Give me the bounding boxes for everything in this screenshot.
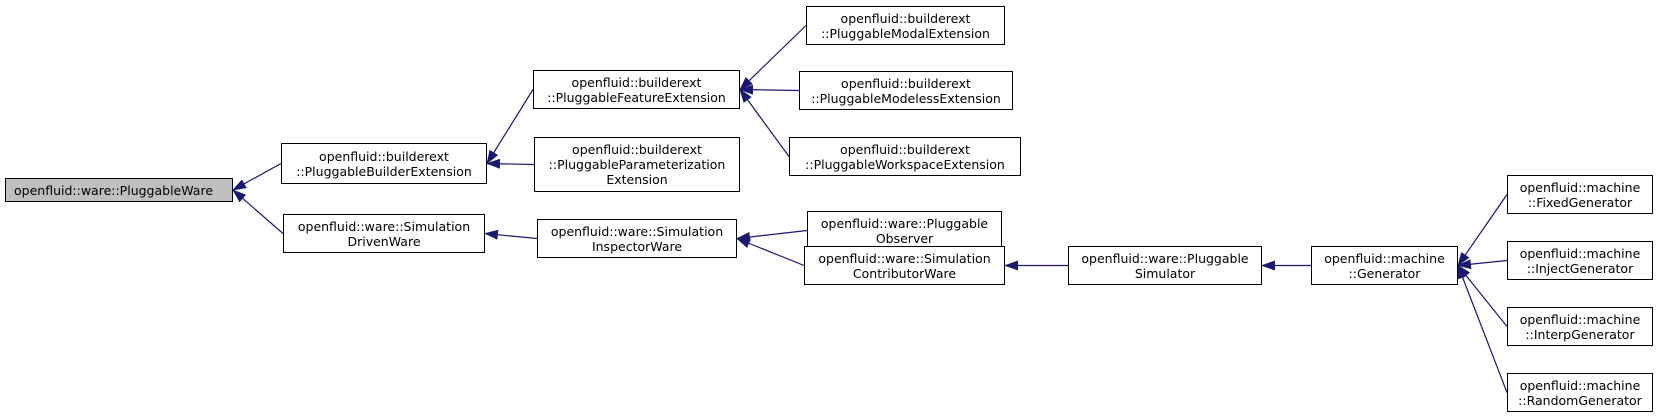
node-pluggable-workspace-extension[interactable]: openfluid::builderext::PluggableWorkspac… <box>789 137 1021 176</box>
edge-simulation_contributor_ware-to-simulation_inspector_ware <box>736 237 805 267</box>
node-label-line: openfluid::ware::Simulation <box>297 218 471 234</box>
node-label-line: Extension <box>606 172 668 187</box>
node-label-line: openfluid::ware::Simulation <box>550 223 724 239</box>
node-label-line: ::Generator <box>1348 265 1421 281</box>
node-label-line: ::PluggableModalExtension <box>821 25 990 41</box>
node-label-line: openfluid::ware::Pluggable <box>820 215 989 231</box>
node-pluggable-parameterization-extension[interactable]: openfluid::builderext::PluggableParamete… <box>534 137 740 192</box>
node-label-line: ::PluggableParameterization <box>548 157 726 172</box>
node-label-line: openfluid::builderext <box>571 74 702 90</box>
node-label-line: openfluid::builderext <box>319 148 449 164</box>
node-label-line: openfluid::machine <box>1519 311 1641 327</box>
node-pluggable-builder-extension[interactable]: openfluid::builderext::PluggableBuilderE… <box>281 143 487 184</box>
node-label-line: openfluid::builderext <box>840 141 970 157</box>
node-generator[interactable]: openfluid::machine::Generator <box>1311 246 1458 285</box>
edge-pluggable_parameterization_extension-to-pluggable_builder_extension <box>486 158 535 169</box>
node-label-line: ContributorWare <box>852 265 957 281</box>
node-label-line: openfluid::machine <box>1519 179 1641 195</box>
node-label-line: Observer <box>875 230 934 246</box>
node-label-line: openfluid::builderext <box>841 75 971 91</box>
node-label-line: InspectorWare <box>591 238 683 254</box>
node-label-line: openfluid::ware::PluggableWare <box>14 182 214 198</box>
edge-random_generator-to-generator <box>1457 264 1508 393</box>
node-label-line: ::InterpGenerator <box>1525 326 1635 342</box>
edge-pluggable_builder_extension-to-pluggable_ware <box>232 162 282 191</box>
node-label-line: openfluid::machine <box>1519 245 1641 261</box>
node-pluggable-feature-extension[interactable]: openfluid::builderext::PluggableFeatureE… <box>533 70 740 109</box>
node-label-line: openfluid::ware::Simulation <box>818 250 991 266</box>
node-label-line: ::PluggableWorkspaceExtension <box>805 156 1005 172</box>
node-label-line: openfluid::ware::Pluggable <box>1081 250 1249 266</box>
edge-simulation_driven_ware-to-pluggable_ware <box>232 189 284 234</box>
edge-pluggable_observer-to-simulation_inspector_ware <box>736 229 808 242</box>
node-label-line: ::PluggableFeatureExtension <box>547 89 726 105</box>
edge-pluggable_workspace_extension-to-pluggable_feature_extension <box>739 88 790 157</box>
node-label-line: ::InjectGenerator <box>1526 260 1634 276</box>
node-fixed-generator[interactable]: openfluid::machine::FixedGenerator <box>1507 175 1653 214</box>
edge-fixed_generator-to-generator <box>1457 194 1508 267</box>
node-label-line: DrivenWare <box>347 233 421 249</box>
node-label-line: ::PluggableModelessExtension <box>811 90 1001 106</box>
node-label-line: openfluid::builderext <box>840 10 971 26</box>
node-label-line: ::PluggableBuilderExtension <box>296 163 472 179</box>
edge-interp_generator-to-generator <box>1457 264 1508 327</box>
node-pluggable-modeless-extension[interactable]: openfluid::builderext::PluggableModeless… <box>799 71 1013 110</box>
edge-simulation_inspector_ware-to-simulation_driven_ware <box>484 229 538 240</box>
node-pluggable-ware[interactable]: openfluid::ware::PluggableWare <box>5 178 233 202</box>
node-label-line: openfluid::machine <box>1324 250 1445 266</box>
node-label-line: ::RandomGenerator <box>1518 392 1642 408</box>
edge-pluggable_modal_extension-to-pluggable_feature_extension <box>739 25 807 91</box>
node-random-generator[interactable]: openfluid::machine::RandomGenerator <box>1507 373 1653 412</box>
node-interp-generator[interactable]: openfluid::machine::InterpGenerator <box>1507 307 1653 346</box>
node-label-line: openfluid::builderext <box>572 142 702 157</box>
edge-layer <box>232 25 1508 393</box>
node-label-line: ::FixedGenerator <box>1527 194 1633 210</box>
node-inject-generator[interactable]: openfluid::machine::InjectGenerator <box>1507 241 1653 280</box>
edge-pluggable_modeless_extension-to-pluggable_feature_extension <box>739 84 800 95</box>
node-label-line: Simulator <box>1134 265 1196 281</box>
node-label-line: openfluid::machine <box>1519 377 1641 393</box>
edge-pluggable_feature_extension-to-pluggable_builder_extension <box>486 89 534 165</box>
node-pluggable-modal-extension[interactable]: openfluid::builderext::PluggableModalExt… <box>806 6 1005 45</box>
edge-inject_generator-to-generator <box>1457 259 1508 270</box>
